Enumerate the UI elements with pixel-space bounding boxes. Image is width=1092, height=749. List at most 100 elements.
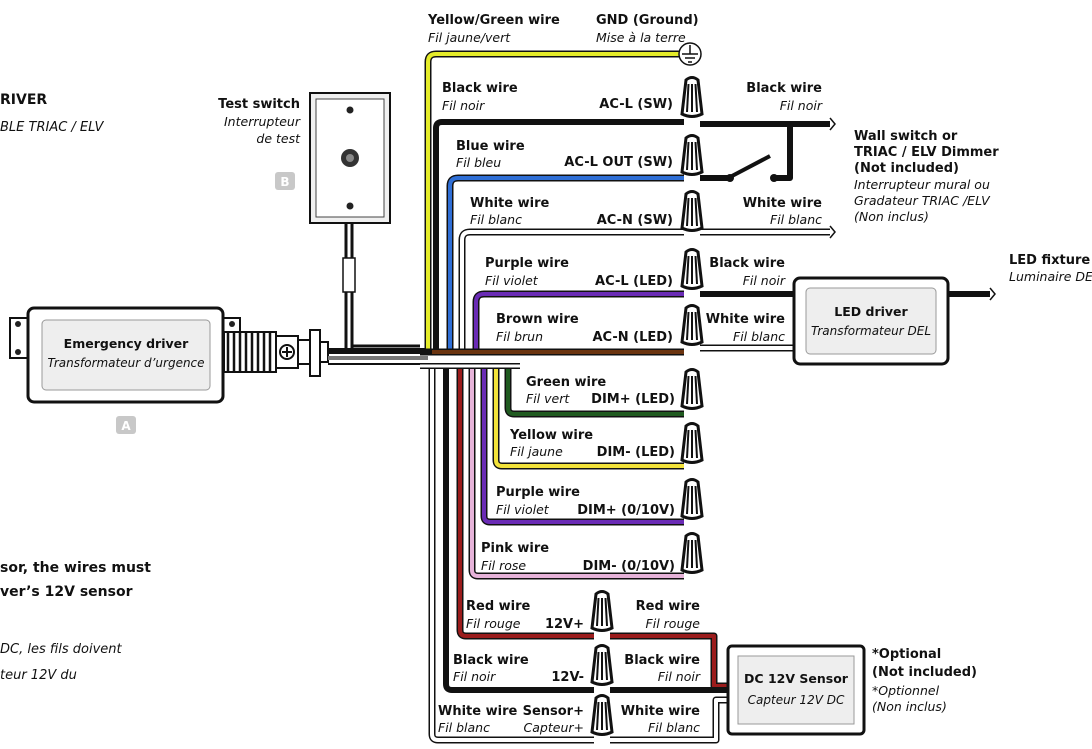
terminal-label: DIM- (LED)	[597, 445, 675, 460]
wire-nut-icon	[680, 304, 704, 346]
wire-nut-icon	[680, 248, 704, 290]
wire-label: Red wire	[636, 599, 701, 614]
wire-label: Black wire	[442, 81, 518, 96]
wire-label: Red wire	[466, 599, 531, 614]
terminal-label: DIM+ (LED)	[591, 392, 675, 407]
note-line: sor, the wires must	[0, 560, 151, 576]
wire-label: Blue wire	[456, 139, 525, 154]
wire-nut-icon	[680, 532, 704, 574]
badge-b-letter: B	[280, 175, 289, 189]
wall-switch-note: Wall switch or TRIAC / ELV Dimmer (Not i…	[854, 129, 999, 224]
terminal-label: AC-L (LED)	[595, 274, 673, 289]
wire-label-fr: Fil rouge	[466, 616, 521, 631]
flex-conduit	[223, 329, 329, 377]
wire-nut-icon	[590, 590, 614, 632]
terminal-label: AC-L (SW)	[599, 97, 673, 112]
wire-label: Green wire	[526, 375, 606, 390]
led-driver-label-fr: Transformateur DEL	[811, 324, 931, 338]
wire-label-fr: Fil blanc	[648, 720, 700, 735]
wire-label-fr: Fil rose	[481, 558, 526, 573]
note-line-fr: DC, les fils doivent	[0, 642, 123, 657]
screw-icon	[346, 106, 354, 114]
wire-label: White wire	[706, 312, 785, 327]
wire-label-fr: Fil noir	[658, 669, 701, 684]
wire-label: Black wire	[746, 81, 822, 96]
wall-switch-line: Wall switch or	[854, 129, 958, 144]
ground-icon	[678, 42, 702, 66]
wire-label: Brown wire	[496, 312, 579, 327]
led-fixture-label: LED fixture	[1009, 253, 1090, 268]
left-wire-labels: Black wire Fil noir AC-L (SW) Blue wire …	[438, 81, 675, 735]
sensor-label: DC 12V Sensor	[744, 671, 849, 686]
wire-label: Black wire	[453, 653, 529, 668]
wire-label-fr: Fil blanc	[470, 212, 522, 227]
wire-label-fr: Fil vert	[526, 391, 570, 406]
led-driver-label: LED driver	[834, 304, 908, 319]
wire-break-icon	[829, 225, 836, 239]
wire-break-icon	[829, 117, 836, 131]
wire-label: Pink wire	[481, 541, 549, 556]
terminal-label-fr: Capteur+	[524, 720, 584, 735]
terminal-label: AC-N (SW)	[597, 213, 673, 228]
wall-switch-line: (Not included)	[854, 161, 959, 176]
wall-switch-line-fr: (Non inclus)	[854, 209, 929, 224]
wall-switch-line: TRIAC / ELV Dimmer	[854, 145, 999, 160]
note-line: ver’s 12V sensor	[0, 584, 133, 600]
wire-label-fr: Fil noir	[743, 273, 786, 288]
wire-label: Black wire	[709, 256, 785, 271]
test-switch-label: Test switch	[218, 97, 300, 112]
wire-label-fr: Fil jaune	[510, 444, 563, 459]
wall-switch-line-fr: Gradateur TRIAC /ELV	[854, 193, 991, 208]
emergency-driver-label: Emergency driver	[64, 336, 189, 351]
terminal-label: Sensor+	[523, 704, 584, 719]
terminal-label: 12V-	[551, 670, 584, 685]
wires	[328, 50, 990, 744]
ground-label: GND (Ground)	[596, 13, 699, 28]
wire-nut-icon	[680, 368, 704, 410]
note-line-fr: teur 12V du	[0, 668, 77, 683]
terminal-label: AC-L OUT (SW)	[564, 155, 673, 170]
wire-label: White wire	[438, 704, 517, 719]
header-subtitle: BLE TRIAC / ELV	[0, 120, 104, 135]
terminal-label: AC-N (LED)	[592, 330, 673, 345]
badge-a	[116, 416, 136, 434]
wire-nut-icon	[590, 694, 614, 736]
ground-label-fr: Mise à la terre	[596, 30, 686, 45]
sensor-label-fr: Capteur 12V DC	[748, 693, 845, 707]
wire-label: White wire	[470, 196, 549, 211]
right-wire-labels: Black wire Fil noir White wire Fil blanc…	[621, 81, 823, 735]
wire-nut-icon	[680, 190, 704, 232]
wire-nut-icon	[680, 478, 704, 520]
wire-label-fr: Fil blanc	[770, 212, 822, 227]
led-fixture-label-fr: Luminaire DEL	[1009, 269, 1092, 284]
wire-label-fr: Fil blanc	[733, 329, 785, 344]
wire-label-fr: Fil brun	[496, 329, 543, 344]
screw-icon	[346, 202, 354, 210]
wire-label-fr: Fil blanc	[438, 720, 490, 735]
terminal-label: DIM+ (0/10V)	[577, 503, 675, 518]
wire-label: Yellow wire	[509, 428, 593, 443]
wire-label-fr: Fil noir	[442, 98, 485, 113]
header-title: RIVER	[0, 92, 47, 108]
push-button-center-icon	[346, 154, 354, 162]
wire-label: Purple wire	[485, 256, 569, 271]
switch-contact-icon	[726, 174, 734, 182]
cable-connector	[342, 257, 356, 293]
wire-label: Yellow/Green wire	[427, 13, 560, 28]
test-switch-label-fr: Interrupteur	[224, 114, 301, 129]
wire-nuts	[590, 76, 704, 736]
terminal-label: DIM- (0/10V)	[583, 559, 675, 574]
terminal-label: 12V+	[545, 617, 584, 632]
wire-nut-icon	[680, 76, 704, 118]
wire-label-fr: Fil violet	[485, 273, 539, 288]
wire-nut-icon	[680, 422, 704, 464]
wire-label: White wire	[743, 196, 822, 211]
wire-label: Black wire	[624, 653, 700, 668]
wire-nut-icon	[590, 644, 614, 686]
switch-contact-icon	[770, 174, 778, 182]
wire-label-fr: Fil violet	[496, 502, 550, 517]
wire-label: White wire	[621, 704, 700, 719]
test-switch-label-fr-2: de test	[256, 131, 301, 146]
